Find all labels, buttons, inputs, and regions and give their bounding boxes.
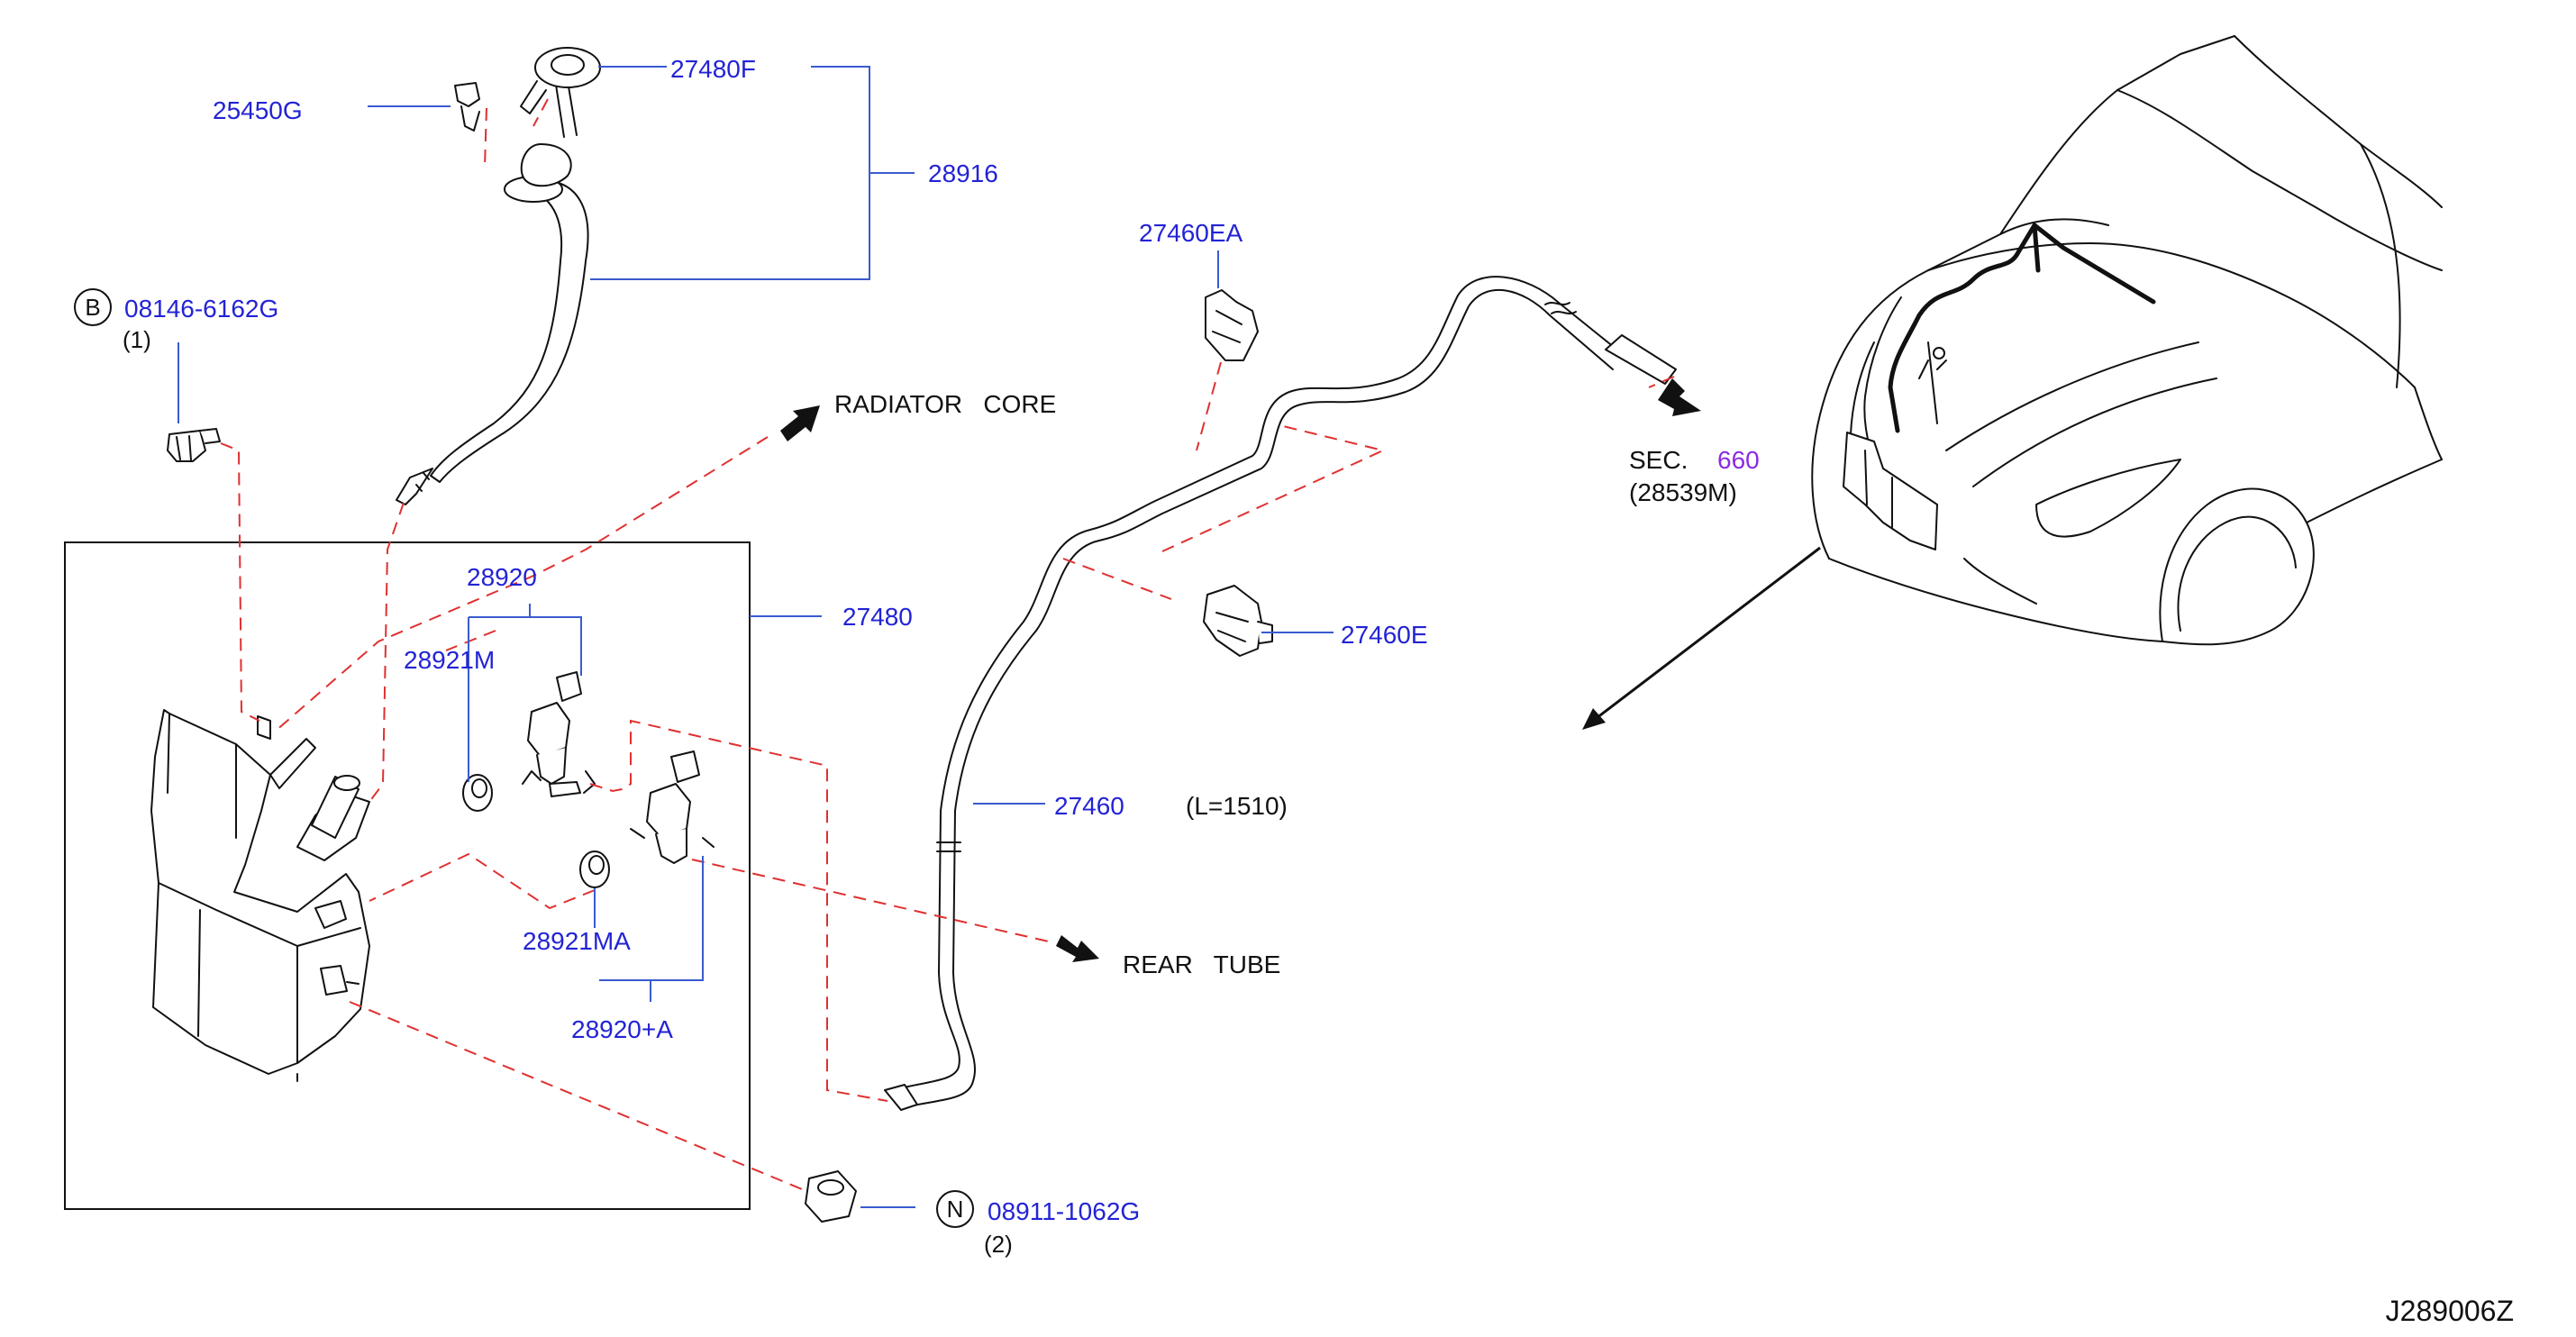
- radiator-core-arrow: [780, 405, 820, 441]
- grommet-28921MA-part: [579, 850, 610, 888]
- label-25450G: 25450G: [213, 96, 303, 124]
- front-pump-part: [522, 671, 596, 797]
- clip-27460EA-part: [1205, 289, 1259, 361]
- label-27460EA: 27460EA: [1139, 219, 1243, 247]
- label-sec-ref: (28539M): [1629, 478, 1737, 506]
- washer-tank-part: [150, 709, 370, 1082]
- label-28916: 28916: [928, 159, 998, 187]
- label-28921MA: 28921MA: [523, 927, 631, 955]
- reservoir-assembly-frame: [64, 541, 751, 1210]
- washer-tube-part: [884, 276, 1677, 1111]
- label-28920A: 28920+A: [571, 1015, 673, 1043]
- location-arrow: [1582, 546, 1821, 730]
- label-28920: 28920: [467, 563, 537, 591]
- dashed-connectors: [220, 98, 1675, 1192]
- bolt-marker: B: [85, 294, 100, 321]
- label-nut-part: 08911-1062G: [988, 1197, 1140, 1225]
- label-bolt-part: 08146-6162G: [124, 295, 278, 323]
- nut-marker-circle: [936, 1190, 974, 1228]
- label-tube-length: (L=1510): [1186, 792, 1288, 820]
- sec-arrow: [1658, 378, 1701, 416]
- label-nut-qty: (2): [984, 1231, 1013, 1258]
- label-27480: 27480: [842, 603, 913, 631]
- nut-part: [805, 1170, 857, 1223]
- car-location-sketch: [1811, 35, 2443, 646]
- rear-pump-part: [630, 750, 715, 864]
- diagram-code: J289006Z: [2386, 1295, 2514, 1327]
- leader-lines: [177, 66, 1334, 1208]
- nut-marker: N: [947, 1196, 964, 1223]
- clip-27460E-part: [1203, 585, 1273, 657]
- filler-neck-part: [396, 47, 601, 505]
- label-27480F: 27480F: [670, 55, 756, 83]
- label-sec-number[interactable]: 660: [1717, 446, 1760, 474]
- grommet-28921M-part: [462, 774, 493, 812]
- bolt-part: [167, 428, 221, 462]
- label-bolt-qty: (1): [123, 326, 151, 353]
- bolt-marker-circle: [74, 288, 112, 326]
- clip-25450G-part: [454, 82, 480, 132]
- label-sec-prefix: SEC.: [1629, 446, 1688, 474]
- label-radiator-core: RADIATOR CORE: [834, 390, 1056, 418]
- rear-tube-arrow: [1056, 935, 1099, 962]
- label-rear-tube: REAR TUBE: [1123, 950, 1280, 978]
- label-28921M: 28921M: [404, 646, 495, 674]
- label-27460E: 27460E: [1341, 621, 1428, 649]
- label-27460: 27460: [1054, 792, 1124, 820]
